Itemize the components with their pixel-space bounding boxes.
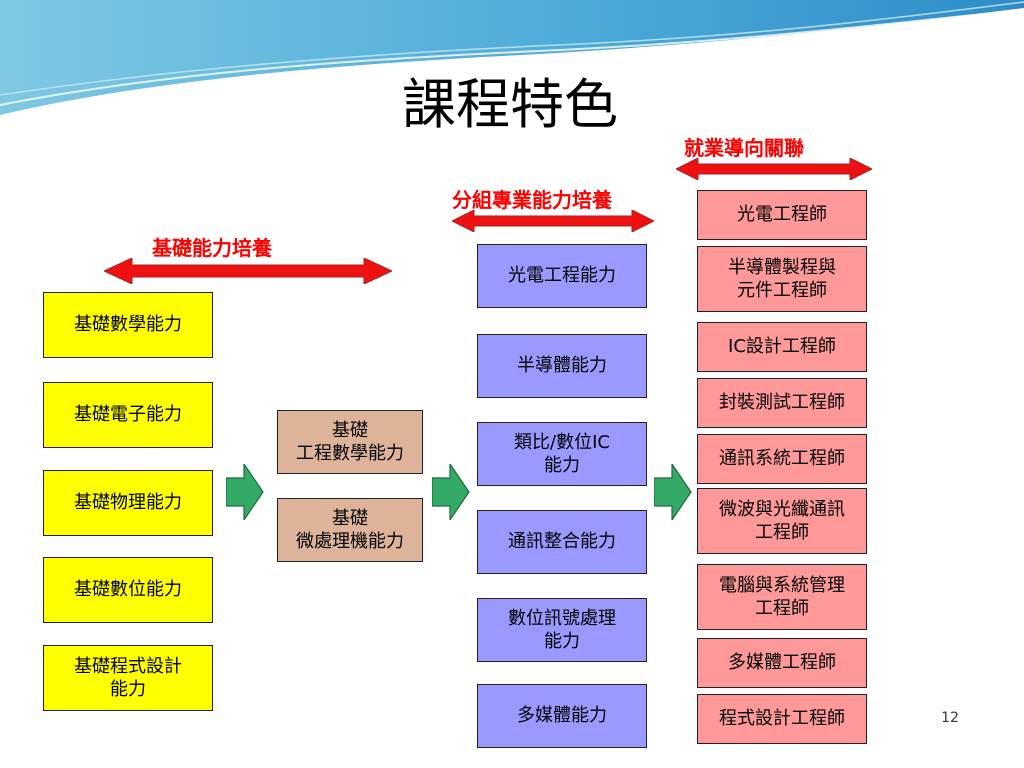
flow-arrow-icon [654,464,692,520]
group-skill-box: 類比/數位IC 能力 [477,422,647,486]
header-wave-decoration [0,0,1024,115]
career-box: 微波與光纖通訊 工程師 [697,488,867,554]
basic-skill-box: 基礎程式設計 能力 [43,645,213,711]
flow-arrow-icon [226,464,264,520]
label-basic: 基礎能力培養 [152,236,272,260]
basic-skill-box: 基礎電子能力 [43,382,213,448]
basic-skill-box: 基礎物理能力 [43,470,213,536]
career-box: IC設計工程師 [697,322,867,372]
career-box: 電腦與系統管理 工程師 [697,564,867,630]
group-skill-box: 通訊整合能力 [477,510,647,574]
career-box: 程式設計工程師 [697,694,867,744]
career-box: 通訊系統工程師 [697,434,867,484]
basic-skill-box: 基礎數位能力 [43,557,213,623]
intermediate-skill-box: 基礎 工程數學能力 [277,410,423,474]
career-box: 多媒體工程師 [697,638,867,688]
group-skill-box: 光電工程能力 [477,244,647,308]
page-number: 12 [941,710,959,726]
double-arrow-icon [676,158,872,180]
career-box: 光電工程師 [697,190,867,240]
label-career: 就業導向關聯 [684,136,804,160]
career-box: 半導體製程與 元件工程師 [697,246,867,312]
slide-title: 課程特色 [402,73,618,136]
group-skill-box: 多媒體能力 [477,684,647,748]
double-arrow-icon [104,258,392,284]
group-skill-box: 半導體能力 [477,334,647,398]
label-group: 分組專業能力培養 [452,188,612,212]
double-arrow-icon [452,210,654,232]
basic-skill-box: 基礎數學能力 [43,292,213,358]
group-skill-box: 數位訊號處理 能力 [477,598,647,662]
career-box: 封裝測試工程師 [697,378,867,428]
flow-arrow-icon [432,464,470,520]
intermediate-skill-box: 基礎 微處理機能力 [277,498,423,562]
